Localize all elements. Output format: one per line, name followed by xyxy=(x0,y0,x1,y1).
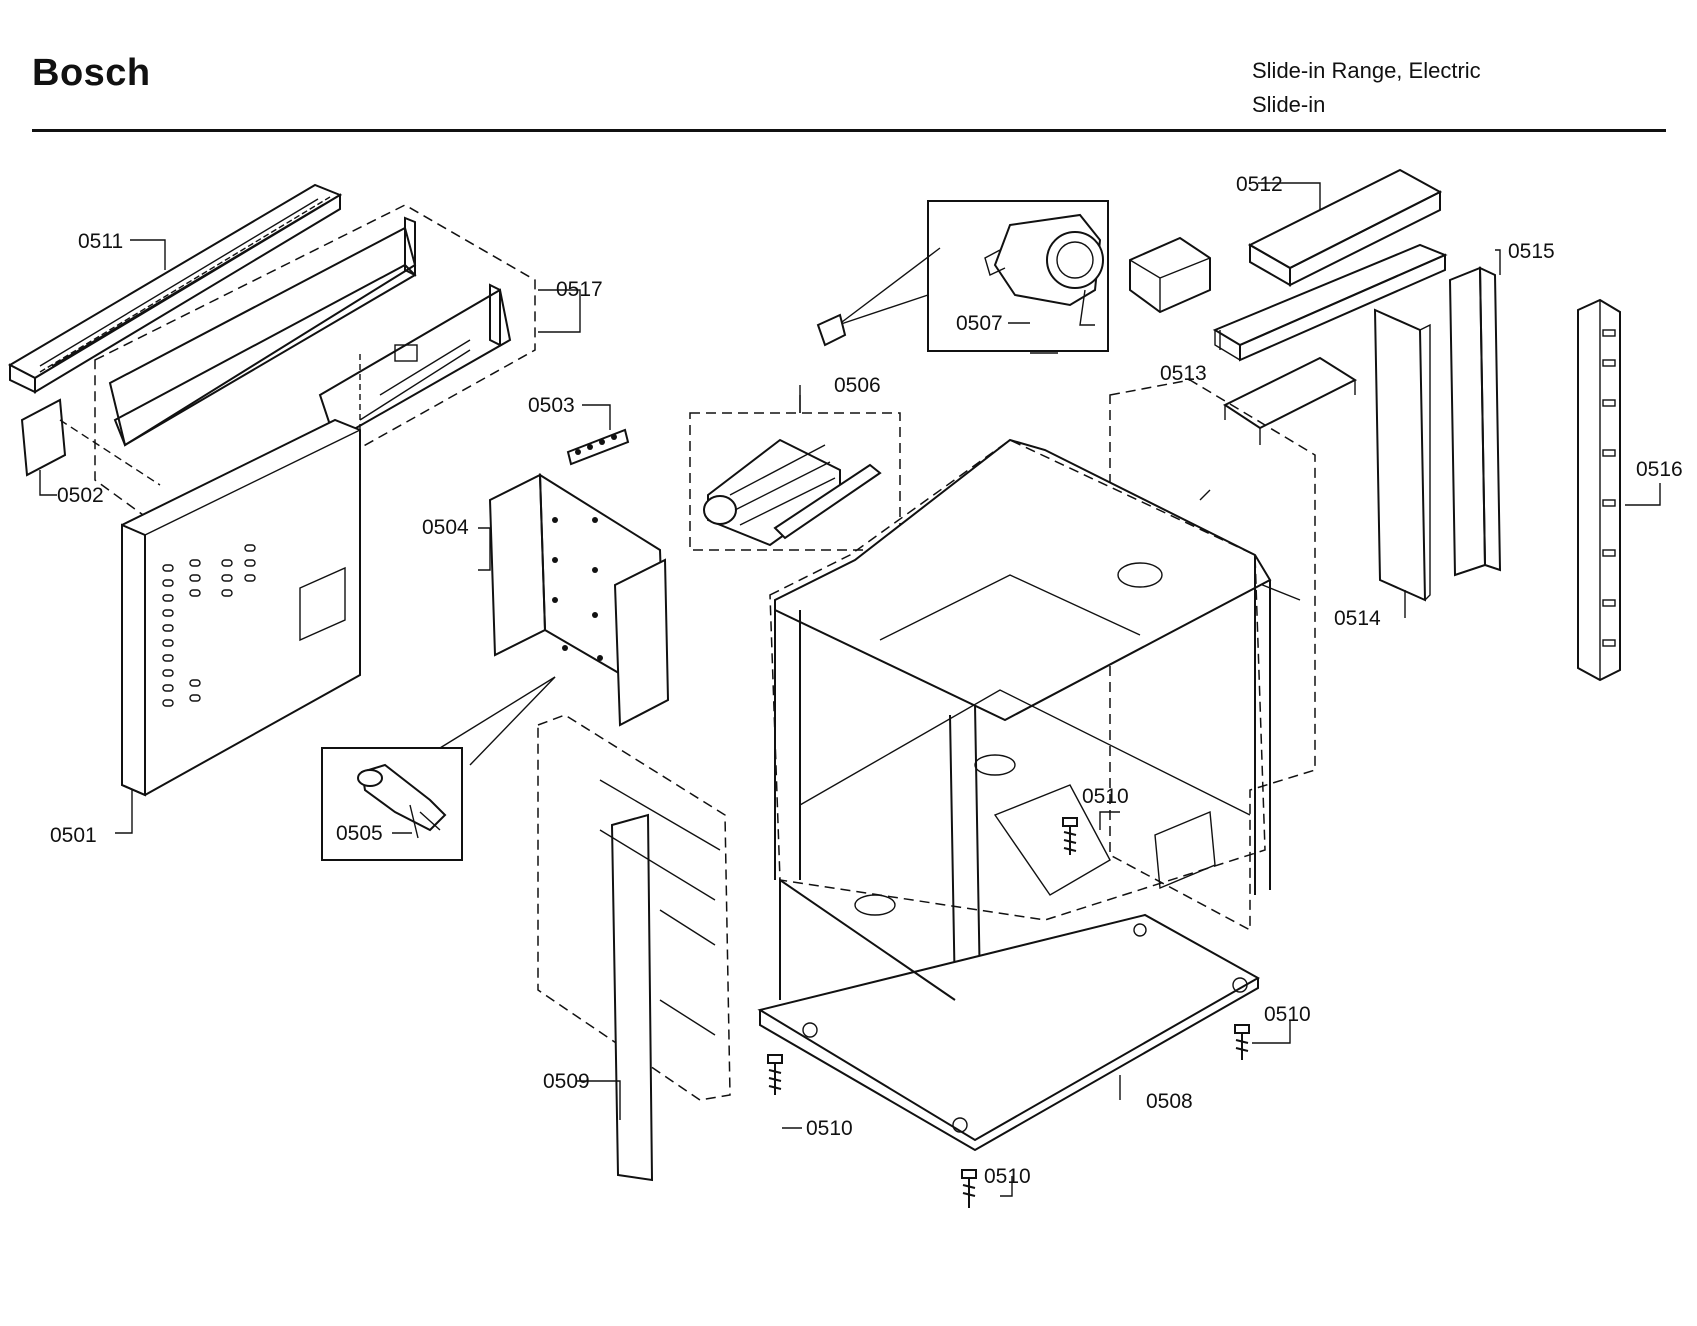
callout-0504: 0504 xyxy=(422,516,469,539)
callout-0512: 0512 xyxy=(1236,173,1283,196)
screw-0510-b xyxy=(1234,1024,1250,1060)
part-heat-shield-small xyxy=(1222,356,1358,445)
callout-0501: 0501 xyxy=(50,824,97,847)
callout-0513: 0513 xyxy=(1160,362,1207,385)
part-0508-base-pan xyxy=(757,878,1261,1152)
callout-0503: 0503 xyxy=(528,394,575,417)
callout-0502: 0502 xyxy=(57,484,104,507)
callout-0509: 0509 xyxy=(543,1070,590,1093)
part-0504-control-board xyxy=(488,473,670,727)
callout-0514: 0514 xyxy=(1334,607,1381,630)
callout-0510-b: 0510 xyxy=(1264,1003,1311,1026)
screw-0510-a xyxy=(1062,817,1078,855)
part-0507-thermostat-inset xyxy=(816,200,1109,352)
part-0501-rear-panel xyxy=(121,350,361,797)
leader-lines xyxy=(39,182,1661,1197)
brand-title: Bosch xyxy=(32,52,151,94)
model-title: Slide-in Range, Electric xyxy=(1252,58,1481,83)
part-0515-side-panel xyxy=(1448,266,1502,577)
part-oven-cavity xyxy=(769,438,1272,1001)
callout-0510-c: 0510 xyxy=(806,1117,853,1140)
callout-0507: 0507 xyxy=(956,312,1003,335)
screw-0510-c xyxy=(767,1054,783,1095)
part-right-side-panel xyxy=(1109,379,1316,932)
part-0503-terminal-block xyxy=(566,428,630,466)
part-0509-left-side-assembly xyxy=(537,714,731,1182)
part-0511-vent-trim xyxy=(7,183,343,394)
screw-0510-d xyxy=(961,1169,977,1208)
part-0512-upper-channel xyxy=(1247,168,1443,287)
callout-0506: 0506 xyxy=(834,374,881,397)
header-divider xyxy=(32,129,1666,132)
callout-0516: 0516 xyxy=(1636,458,1683,481)
callout-0517: 0517 xyxy=(556,278,603,301)
part-0513-lower-channel xyxy=(1212,243,1448,362)
callout-0510-a: 0510 xyxy=(1082,785,1129,808)
part-0505-clip-inset xyxy=(321,676,556,861)
part-0506-fan-group xyxy=(689,395,901,551)
callout-0511: 0511 xyxy=(78,230,123,253)
callout-0508: 0508 xyxy=(1146,1090,1193,1113)
part-small-bracket-top xyxy=(1129,236,1211,314)
callout-0510-d: 0510 xyxy=(984,1165,1031,1188)
part-0514-side-panel xyxy=(1373,308,1431,602)
part-0502-small-bracket xyxy=(20,398,161,486)
part-0516-side-rail xyxy=(1577,298,1621,682)
model-subtitle: Slide-in xyxy=(1252,92,1326,117)
callout-0505: 0505 xyxy=(336,822,383,845)
callout-0515: 0515 xyxy=(1508,240,1555,263)
